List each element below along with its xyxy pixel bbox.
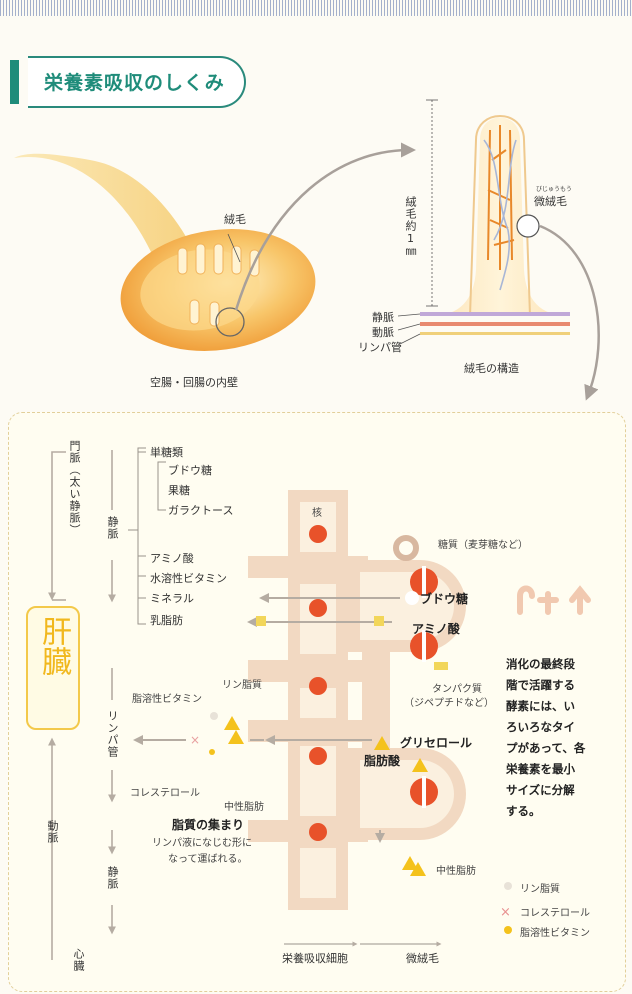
fat-note-2: なって運ばれる。	[168, 850, 248, 865]
fat-phospholipid: リン脂質	[222, 676, 262, 691]
description-line: 階で活躍する	[506, 675, 608, 696]
fat-cluster-title: 脂質の集まり	[172, 816, 244, 833]
nutrient-amino-acid: アミノ酸	[150, 550, 194, 566]
description-line: 消化の最終段	[506, 654, 608, 675]
svg-text:×: ×	[190, 733, 200, 747]
legend-cholesterol: コレステロール	[520, 904, 590, 919]
fat-note-1: リンパ液になじむ形に	[152, 834, 252, 849]
liver: 肝臓	[26, 606, 80, 730]
lymph-vessel-label: リンパ管	[104, 710, 120, 758]
description-line: サイズに分解	[506, 780, 608, 801]
nutrient-water-soluble-vitamin: 水溶性ビタミン	[150, 570, 227, 586]
nutrient-mineral: ミネラル	[150, 590, 194, 606]
liver-label: 肝臓	[28, 616, 78, 676]
description-line: する。	[506, 801, 608, 822]
sugar-label: 糖質（麦芽糖など）	[438, 536, 528, 551]
amino-cell-label: アミノ酸	[412, 620, 460, 637]
fat-cholesterol: コレステロール	[130, 784, 200, 799]
glucose-cell-label: ブドウ糖	[420, 590, 468, 607]
artery-flow-label: 動脈	[44, 820, 60, 844]
description-line: プがあって、各	[506, 738, 608, 759]
nutrient-glucose: ブドウ糖	[168, 462, 212, 478]
fat-neutral: 中性脂肪	[224, 798, 264, 813]
nutrient-lactic-fat: 乳脂肪	[150, 612, 183, 628]
nutrient-monosaccharides: 単糖類	[150, 444, 183, 460]
nutrient-fructose: 果糖	[168, 482, 190, 498]
neutral-fat-cell-label: 中性脂肪	[436, 862, 476, 877]
legend-vitamin: 脂溶性ビタミン	[520, 924, 590, 939]
svg-text:×: ×	[500, 905, 511, 920]
vein-lower-label: 静脈	[104, 866, 120, 890]
description-line: ろいろなタイ	[506, 717, 608, 738]
protein-label-2: （ジペプチドなど）	[404, 694, 494, 709]
nutrient-galactose: ガラクトース	[168, 502, 233, 518]
fat-vitamin: 脂溶性ビタミン	[132, 690, 202, 705]
description-line: 栄養素を最小	[506, 759, 608, 780]
heart-label: 心臓	[70, 948, 86, 972]
nucleus-label: 核	[312, 504, 322, 519]
description-line: 酵素には、い	[506, 696, 608, 717]
epithelial-cell-label: 栄養吸収細胞	[282, 950, 348, 966]
portal-vein-label: 門脈（太い静脈）	[66, 440, 82, 536]
enzyme-description: 消化の最終段 階で活躍する 酵素には、い ろいろなタイ プがあって、各 栄養素を…	[506, 654, 608, 822]
protein-label-1: タンパク質	[432, 680, 482, 695]
legend-phospholipid: リン脂質	[520, 880, 560, 895]
glycerol-label: グリセロール	[400, 734, 472, 751]
microvilli-bottom-label: 微絨毛	[406, 950, 439, 966]
enzyme-glyphs	[520, 589, 588, 613]
fatty-acid-label: 脂肪酸	[364, 752, 400, 769]
vein-short-label: 静脈	[104, 516, 120, 540]
